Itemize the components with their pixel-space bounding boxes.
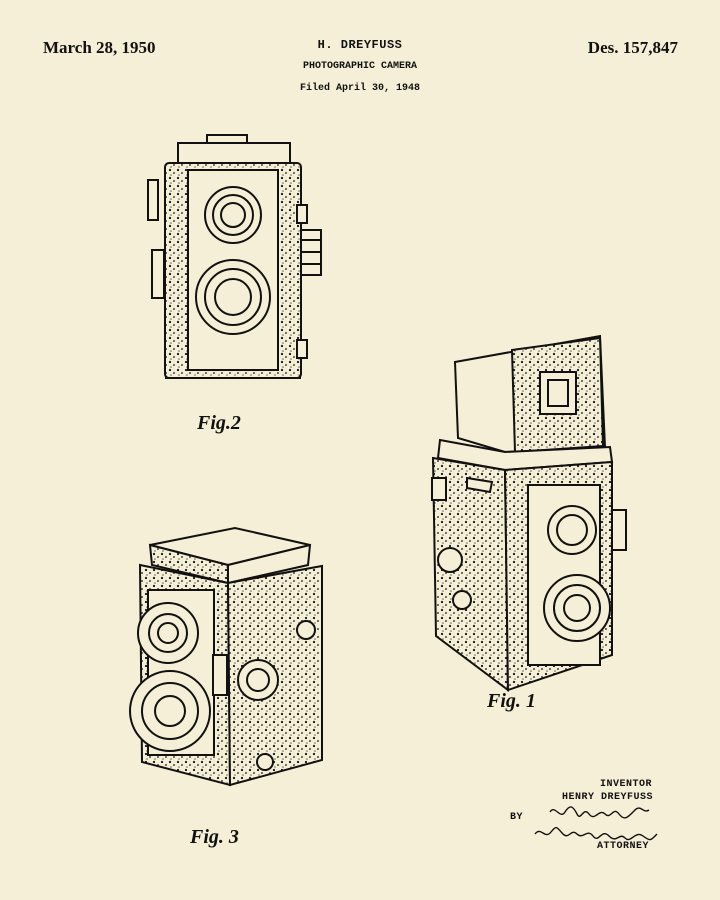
inventor-full-name: HENRY DREYFUSS [562, 792, 654, 803]
inventor-caption: INVENTOR [600, 779, 653, 790]
by-label: BY [510, 812, 524, 823]
filed-date: Filed April 30, 1948 [299, 83, 421, 94]
fig3-camera-drawing [129, 526, 323, 787]
attorney-signature [534, 826, 658, 841]
patent-title: PHOTOGRAPHIC CAMERA [302, 61, 418, 72]
attorney-caption: ATTORNEY [597, 841, 650, 852]
fig2-label: Fig.2 [197, 412, 241, 434]
fig3-label: Fig. 3 [190, 826, 239, 848]
patent-number: Des. 157,847 [587, 38, 678, 57]
inventor-signature [549, 806, 650, 819]
patent-date: March 28, 1950 [43, 38, 156, 57]
fig1-camera-drawing [431, 334, 627, 693]
fig1-label: Fig. 1 [487, 690, 536, 712]
fig2-camera-drawing [147, 134, 322, 379]
inventor-header: H. DREYFUSS [317, 38, 403, 52]
